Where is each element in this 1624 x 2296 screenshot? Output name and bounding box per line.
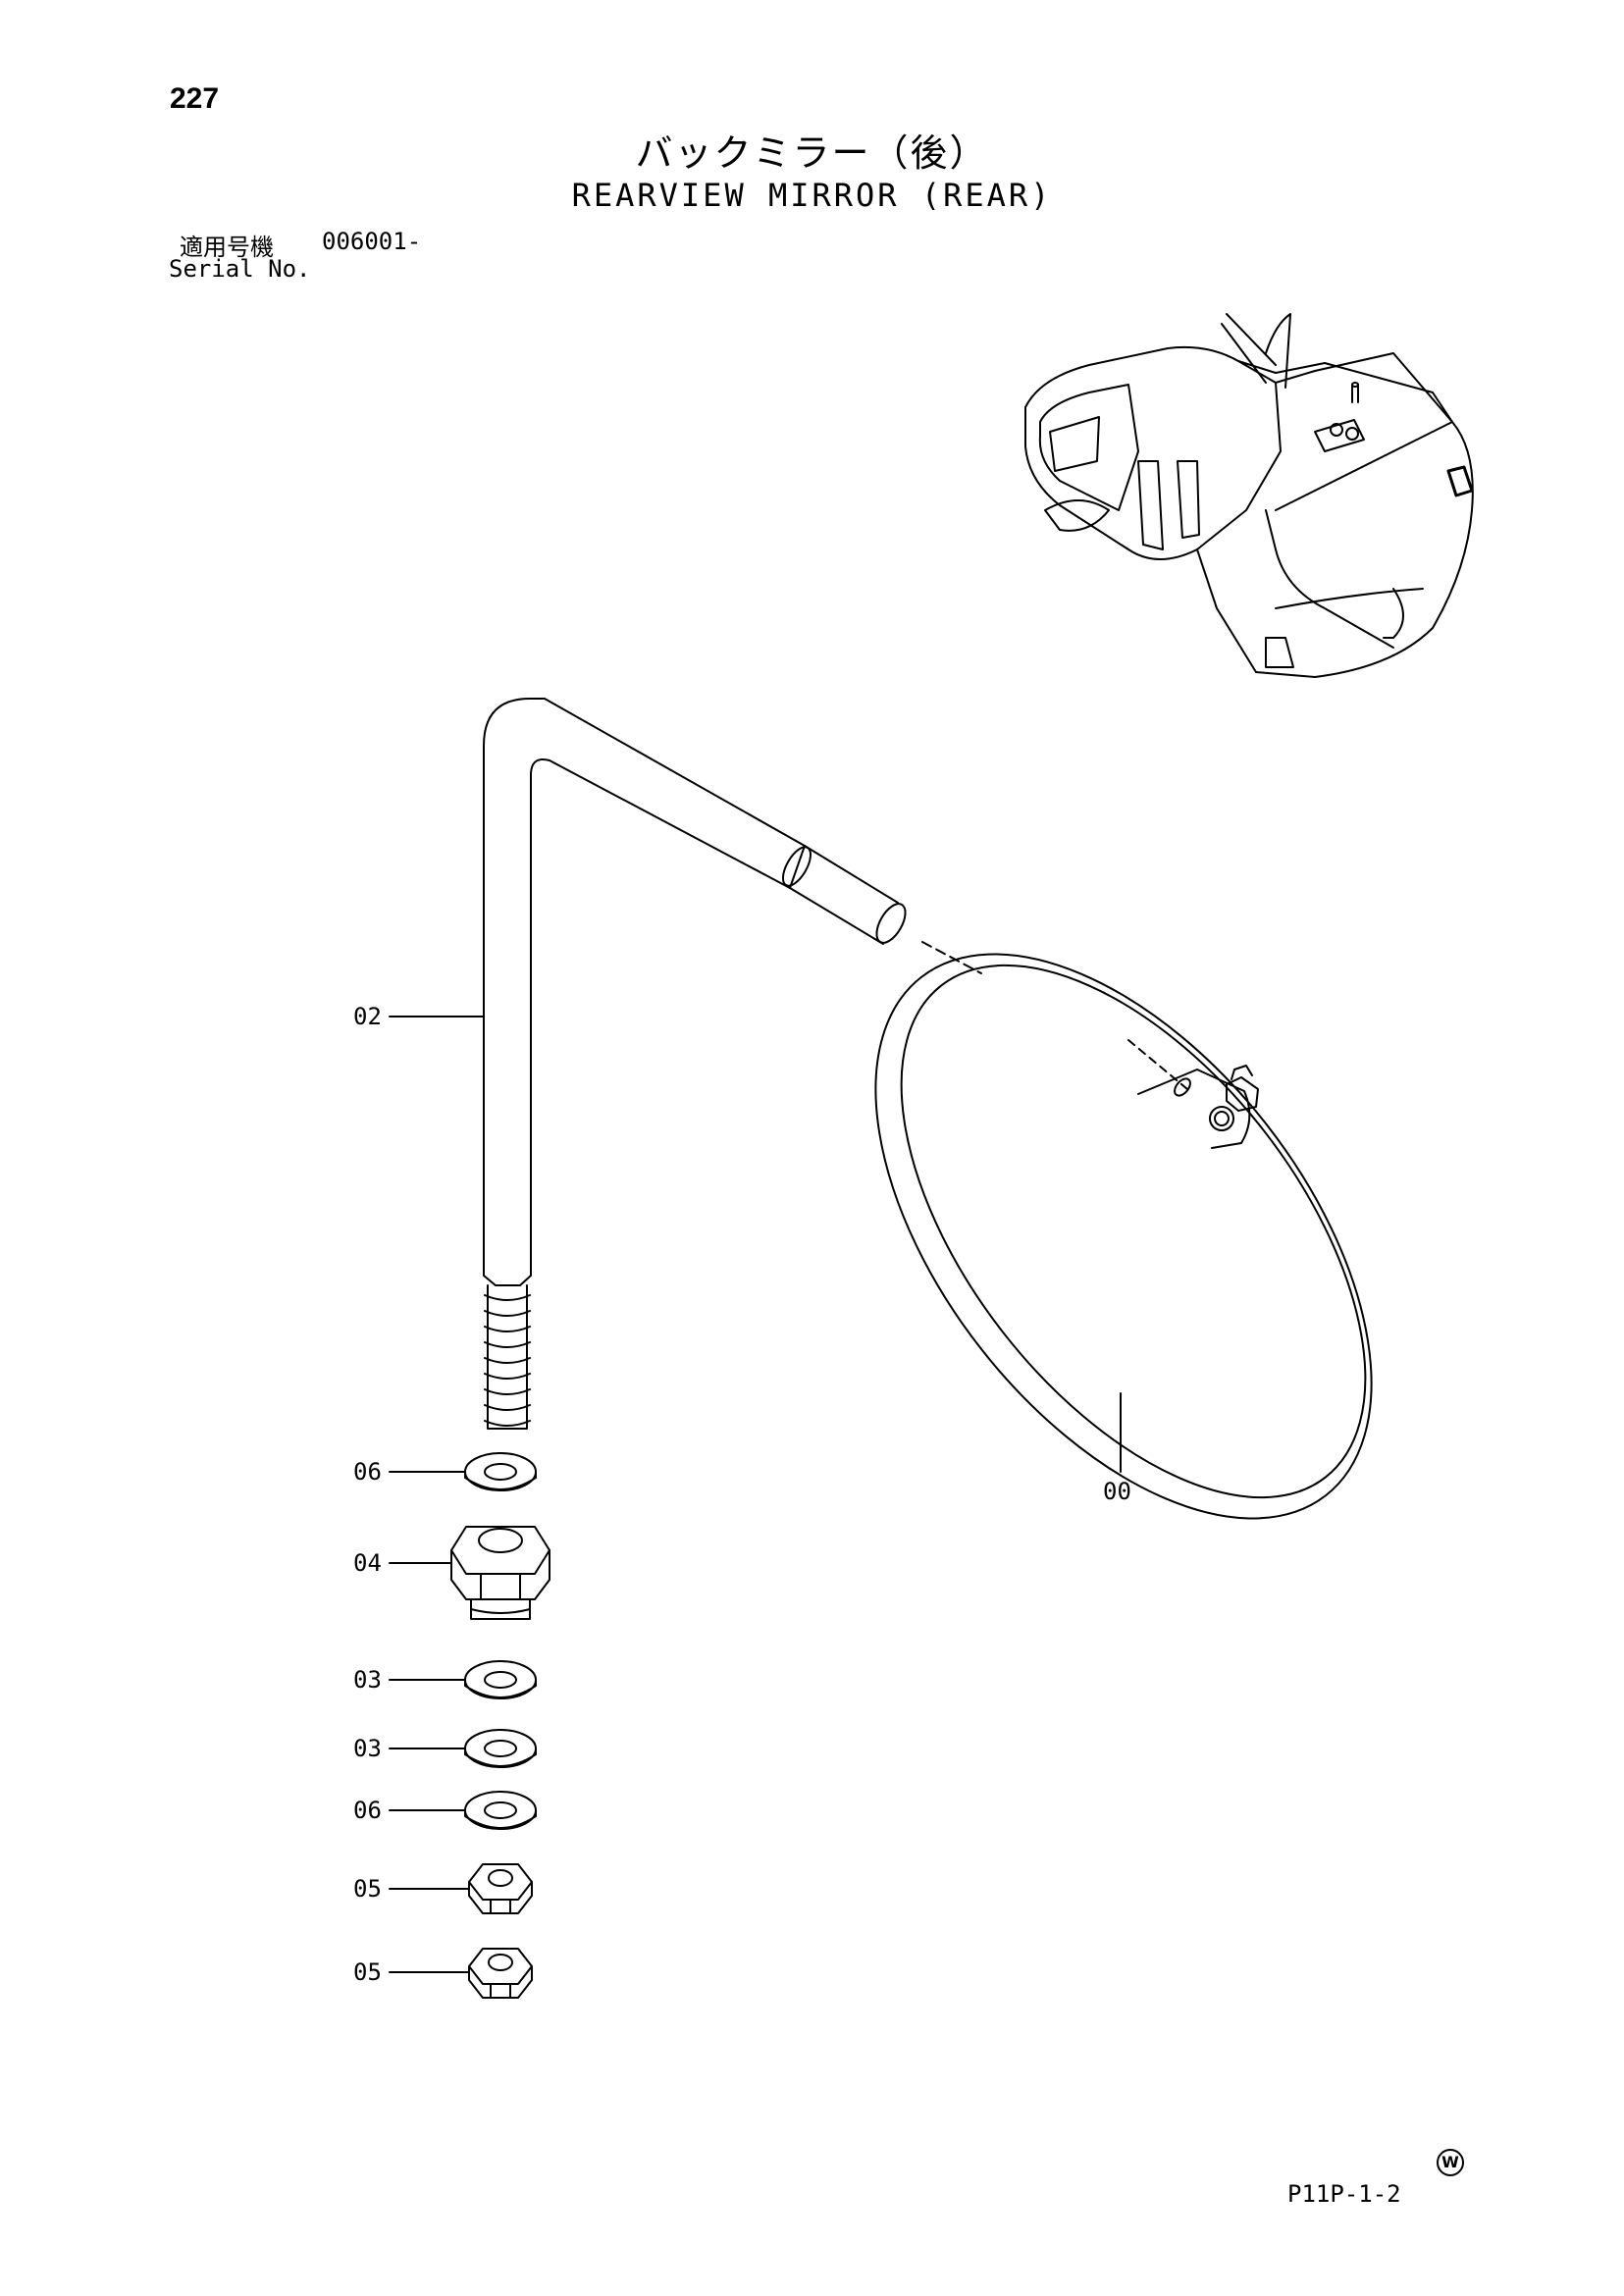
hardware-stack [450,1452,550,1999]
serial-label-english: Serial No. [169,255,311,283]
page-title-english: REARVIEW MIRROR (REAR) [571,177,1053,214]
leader-lines [389,1016,1122,1973]
w-mark-icon: W [1437,2149,1464,2176]
serial-label-japanese: 適用号機 [180,234,274,261]
callout-label: 05 [353,1875,382,1903]
callout-labels: 02 00 06 04 03 03 06 05 05 [353,1003,1131,1986]
excavator-locator-illustration [1024,313,1474,678]
serial-number-value: 006001- [322,228,422,255]
figure-code: P11P-1-2 [1287,2180,1401,2208]
mirror-assembly [874,953,1373,1520]
callout-label: 02 [353,1003,382,1030]
page-number: 227 [170,82,220,115]
callout-label: 03 [353,1666,382,1694]
callout-label: 03 [353,1735,382,1762]
mirror-stay-arm [483,698,982,1430]
callout-label: 00 [1103,1478,1131,1505]
callout-label: 06 [353,1797,382,1824]
page-title-japanese: バックミラー（後） [635,131,989,175]
callout-label: 06 [353,1458,382,1486]
callout-label: 05 [353,1958,382,1986]
callout-label: 04 [353,1549,382,1577]
